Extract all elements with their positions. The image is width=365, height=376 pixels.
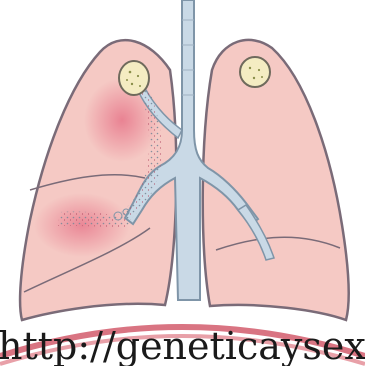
watermark-url: http://geneticaysexo xyxy=(0,326,365,366)
lesion-right-apex xyxy=(119,61,149,95)
lesion-left-apex xyxy=(240,57,270,87)
